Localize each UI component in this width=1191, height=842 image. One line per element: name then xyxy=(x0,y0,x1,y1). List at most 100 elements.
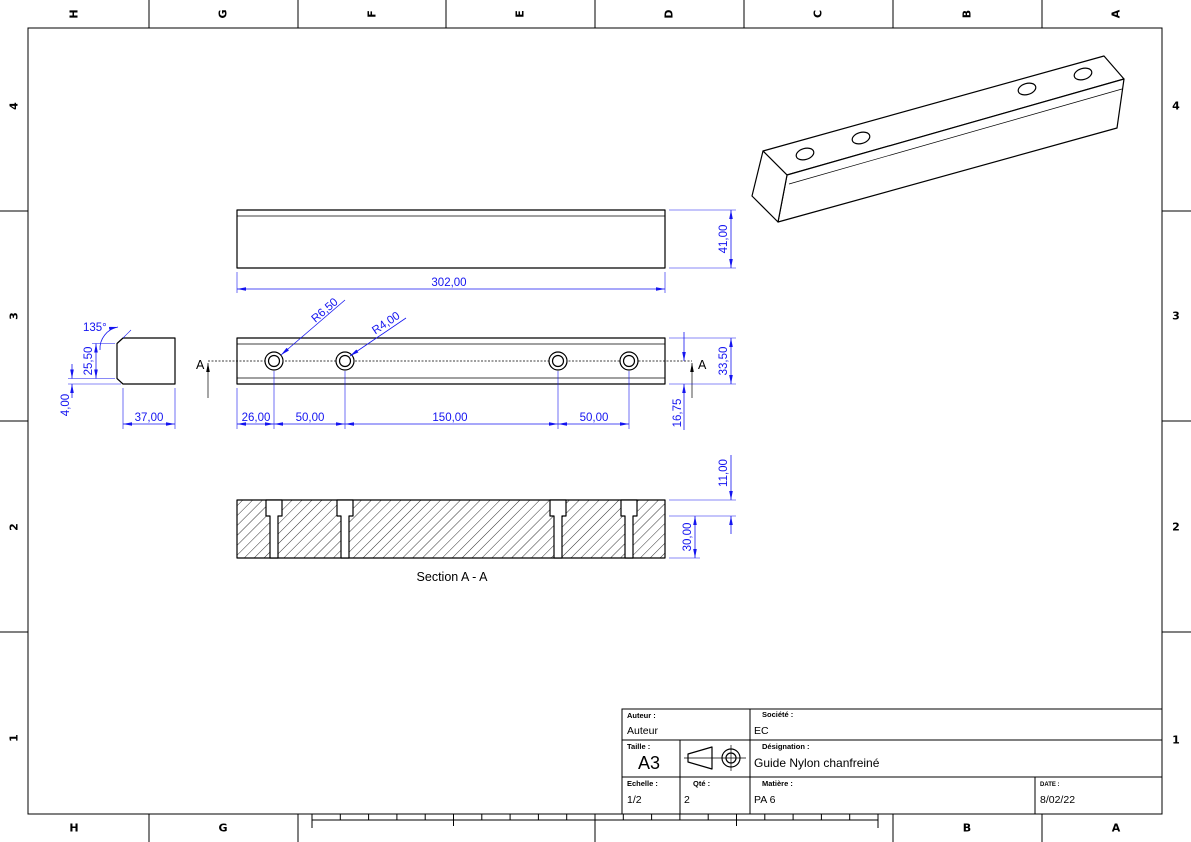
section-counterbored-hole xyxy=(549,499,567,559)
section-title: Section A - A xyxy=(417,570,489,584)
row-label-right: 4 xyxy=(1172,100,1180,113)
zone-label-top: F xyxy=(366,10,379,18)
iso-hole xyxy=(795,147,815,161)
dimension-front-view-height: 33,50 xyxy=(669,337,736,385)
dimension-text: 4,00 xyxy=(60,394,72,416)
section-counterbored-hole xyxy=(265,499,283,559)
dimension-chamfer-angle: 135° xyxy=(83,322,132,351)
zone-label-bottom: A xyxy=(1112,822,1121,835)
row-dividers xyxy=(0,210,1191,633)
extension-lines xyxy=(669,337,736,385)
projection-symbol-icon xyxy=(684,745,746,771)
zone-label-top: C xyxy=(812,10,825,18)
iso-end-face xyxy=(751,150,788,223)
section-letter: A xyxy=(698,358,707,372)
date-label: DATE : xyxy=(1040,782,1060,788)
profile-outline xyxy=(116,337,176,385)
row-label-left: 3 xyxy=(8,312,21,320)
leader-line xyxy=(349,317,407,357)
title-block-grid xyxy=(622,709,1162,814)
author-value: Auteur xyxy=(627,725,658,737)
dimension-text: 26,00 xyxy=(242,412,271,424)
dimension-chamfer-offset: 4,00 xyxy=(60,364,74,416)
top-view xyxy=(236,209,666,269)
dimension-axis-height: 16,75 xyxy=(672,332,686,430)
scale-ruler xyxy=(311,814,879,828)
section-letter: A xyxy=(196,358,205,372)
dimension-text: 30,00 xyxy=(682,523,694,552)
extension-lines xyxy=(122,388,176,429)
iso-hole xyxy=(851,131,871,145)
dimension-hole-positions: 26,00 50,00 150,00 50,00 xyxy=(236,371,630,429)
dimension-text: 150,00 xyxy=(432,412,467,424)
iso-chamfer-edge xyxy=(788,88,1123,185)
row-label-right: 3 xyxy=(1172,310,1180,323)
row-labels-right: 4 3 2 1 xyxy=(1172,100,1180,747)
title-block-border xyxy=(621,708,1163,815)
zone-label-top: A xyxy=(1110,9,1123,18)
dimension-profile-width: 37,00 xyxy=(122,388,176,429)
size-value: A3 xyxy=(638,753,660,773)
company-label: Société : xyxy=(762,710,793,719)
dimension-length: 302,00 xyxy=(236,272,666,293)
quantity-label: Qté : xyxy=(693,779,710,788)
angle-arc xyxy=(99,326,119,351)
zone-label-bottom: B xyxy=(963,822,971,835)
dimension-counterbore-depth: 11,00 xyxy=(669,455,736,534)
iso-hole xyxy=(1073,67,1093,81)
zone-label-bottom: H xyxy=(69,822,78,835)
extension-lines xyxy=(669,209,736,269)
extension-lines xyxy=(669,499,736,517)
row-label-right: 1 xyxy=(1172,734,1180,747)
dimension-text: 33,50 xyxy=(718,347,730,376)
dimension-text: 50,00 xyxy=(580,412,609,424)
dimension-text: 302,00 xyxy=(431,277,466,289)
section-view: Section A - A xyxy=(236,499,666,584)
dimension-text: 25,50 xyxy=(83,347,95,376)
front-view-hole xyxy=(548,351,568,371)
iso-hole xyxy=(1017,82,1037,96)
zone-label-top: E xyxy=(514,10,527,18)
row-label-left: 1 xyxy=(8,734,21,742)
title-block: Auteur : Auteur Société : EC Taille : A3… xyxy=(621,708,1163,815)
row-label-left: 2 xyxy=(8,523,21,531)
scale-label: Echelle : xyxy=(627,779,658,788)
company-value: EC xyxy=(754,725,769,737)
extension-line xyxy=(122,329,132,339)
dimension-section-depth: 30,00 xyxy=(669,516,700,559)
isometric-view xyxy=(751,55,1125,223)
author-label: Auteur : xyxy=(627,711,656,720)
top-zone-dividers xyxy=(148,0,1043,28)
zone-labels-bottom: H G B A xyxy=(69,822,1120,835)
section-mark-left: A xyxy=(196,358,210,398)
front-view-hole xyxy=(619,351,639,371)
zone-label-top: H xyxy=(68,9,81,18)
profile-view xyxy=(116,337,176,385)
zone-label-top: G xyxy=(217,9,230,18)
front-view-hole xyxy=(264,351,284,371)
section-counterbored-hole xyxy=(620,499,638,559)
extension-lines xyxy=(236,371,630,429)
leader-line xyxy=(280,299,346,356)
front-view-hole xyxy=(335,351,355,371)
zone-label-bottom: G xyxy=(218,822,227,835)
dimension-text: 50,00 xyxy=(296,412,325,424)
dimension-text: 11,00 xyxy=(718,459,730,487)
dimension-text: 16,75 xyxy=(672,399,684,428)
dimension-chamfer-height: 25,50 xyxy=(68,343,121,385)
zone-label-top: D xyxy=(663,9,676,18)
top-view-outline xyxy=(236,209,666,269)
scale-value: 1/2 xyxy=(627,794,642,806)
zone-labels-top: H G F E D C B A xyxy=(68,9,1123,18)
section-outline xyxy=(236,499,666,559)
front-view xyxy=(208,337,692,385)
quantity-value: 2 xyxy=(684,794,690,806)
section-mark-right: A xyxy=(690,358,707,398)
angle-text: 135° xyxy=(83,322,107,334)
bottom-zone-dividers xyxy=(148,814,1043,842)
row-label-left: 4 xyxy=(8,102,21,110)
material-label: Matière : xyxy=(762,779,793,788)
designation-value: Guide Nylon chanfreiné xyxy=(754,756,880,770)
dimension-text: 41,00 xyxy=(718,225,730,254)
